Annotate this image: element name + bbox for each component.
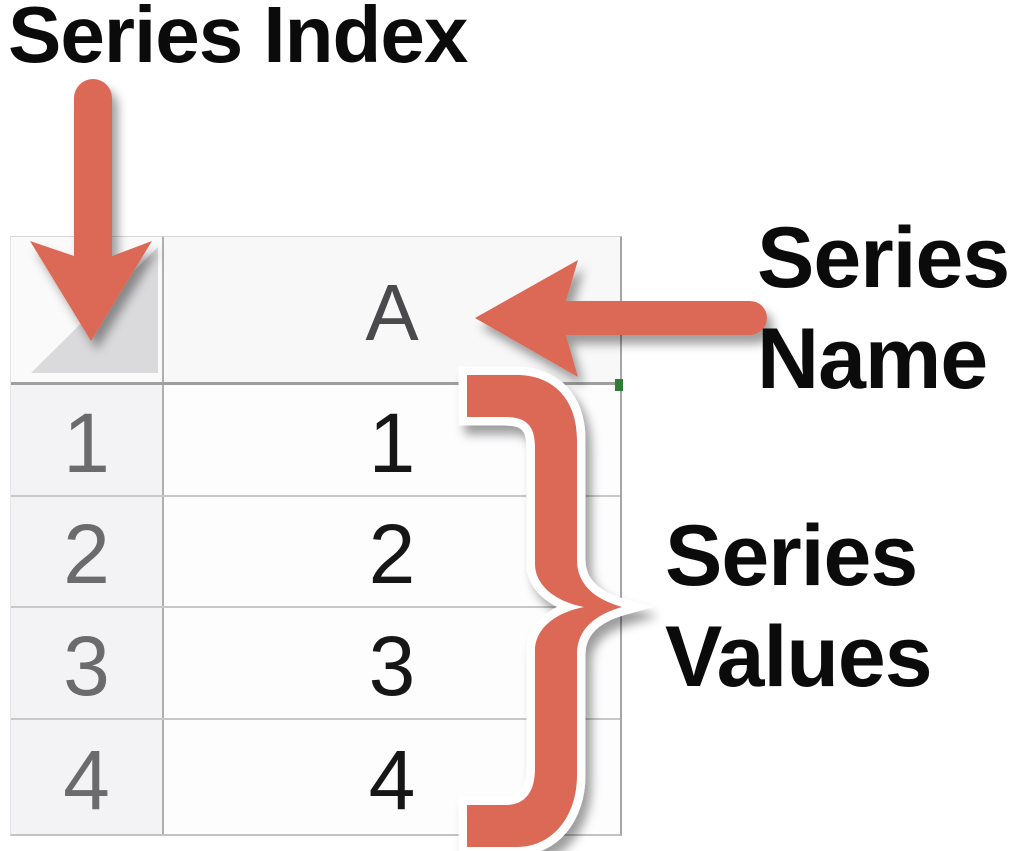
row-index-label: 2	[63, 507, 110, 601]
row-header-cell[interactable]: 4	[11, 720, 164, 834]
row-header-cell[interactable]: 1	[11, 385, 164, 495]
data-cell[interactable]: 2	[164, 497, 620, 606]
row-header-cell[interactable]: 3	[11, 608, 164, 718]
series-name-label: Series Name	[757, 208, 1010, 410]
series-name-line2: Name	[757, 311, 988, 407]
series-name-line1: Series	[757, 210, 1010, 306]
spreadsheet-table: A 1 1 2 2 3 3	[10, 236, 622, 836]
column-header-cell-a[interactable]: A	[164, 237, 620, 382]
row-index-label: 1	[63, 395, 110, 490]
cell-value: 1	[368, 395, 416, 490]
cell-value: 2	[368, 507, 416, 601]
table-row: 2 2	[11, 497, 620, 608]
series-index-label: Series Index	[8, 0, 468, 79]
column-header-label: A	[365, 267, 419, 357]
row-index-label: 3	[63, 618, 110, 713]
table-row: 1 1	[11, 385, 620, 497]
cell-value: 4	[368, 732, 416, 827]
data-cell[interactable]: 4	[164, 720, 620, 834]
select-all-corner-cell[interactable]	[11, 237, 164, 382]
table-row: 3 3	[11, 608, 620, 720]
table-row: 4 4	[11, 720, 620, 834]
row-index-label: 4	[63, 732, 110, 827]
data-cell[interactable]: 1	[164, 385, 620, 495]
series-values-line2: Values	[665, 609, 933, 705]
header-row: A	[11, 237, 620, 385]
row-header-cell[interactable]: 2	[11, 497, 164, 606]
series-values-line1: Series	[665, 508, 918, 604]
green-cell-marker	[615, 379, 623, 391]
cell-value: 3	[368, 618, 416, 713]
data-cell[interactable]: 3	[164, 608, 620, 718]
select-all-triangle-icon	[31, 247, 158, 373]
series-values-label: Series Values	[665, 506, 933, 708]
